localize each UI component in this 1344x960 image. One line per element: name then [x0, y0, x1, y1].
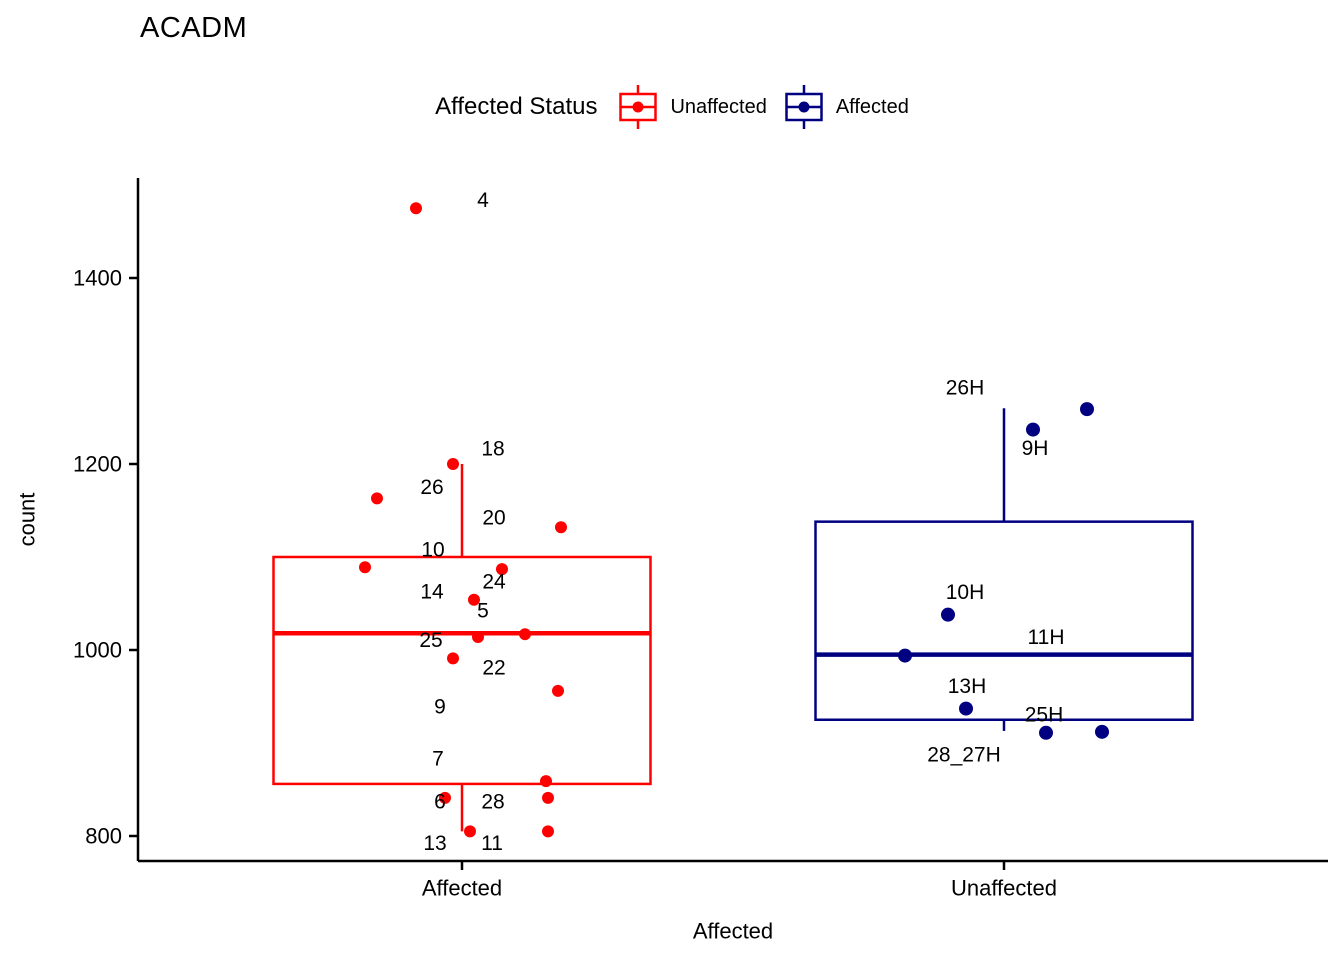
data-point [552, 684, 564, 697]
point-label: 6 [434, 790, 446, 813]
data-point [464, 825, 476, 838]
point-label: 22 [482, 657, 505, 680]
point-label: 28 [481, 790, 504, 813]
x-category-label: Unaffected [951, 876, 1057, 901]
data-point [540, 775, 552, 788]
point-label: 25H [1025, 703, 1064, 726]
point-label: 4 [477, 189, 489, 212]
data-point [496, 563, 508, 576]
boxplot-box [814, 520, 1194, 721]
data-point [959, 701, 973, 716]
point-label: 7 [432, 748, 444, 771]
point-label: 13H [948, 675, 987, 698]
data-point [542, 791, 554, 804]
point-label: 11 [481, 832, 503, 855]
data-point [542, 825, 554, 838]
data-point [898, 648, 912, 663]
legend-label-affected: Affected [835, 95, 909, 118]
point-label: 9 [434, 695, 446, 718]
legend-label-unaffected: Unaffected [670, 95, 767, 118]
boxplot-box [272, 555, 652, 786]
point-label: 28_27H [927, 743, 1001, 766]
chart-title: ACADM [140, 12, 248, 44]
y-tick-label: 800 [85, 824, 122, 849]
legend: Affected Status Unaffected Affected [0, 84, 1344, 130]
point-label: 13 [423, 832, 446, 855]
data-point [1039, 725, 1053, 740]
y-tick-label: 1200 [73, 452, 122, 477]
data-point [447, 458, 459, 470]
data-point [1026, 422, 1040, 437]
data-point [941, 607, 955, 622]
data-point [555, 521, 567, 534]
y-tick-label: 1000 [73, 638, 122, 663]
point-label: 25 [419, 629, 442, 652]
data-point [410, 202, 422, 215]
data-point [519, 628, 531, 641]
data-point [1095, 724, 1109, 739]
point-label: 14 [420, 580, 444, 603]
data-point [472, 630, 484, 643]
x-category-label: Affected [422, 876, 502, 901]
data-point [447, 652, 459, 665]
point-label: 24 [482, 571, 506, 594]
point-label: 26H [946, 377, 985, 400]
data-point [1080, 402, 1094, 417]
x-axis-title: Affected [693, 919, 773, 944]
point-label: 11H [1028, 626, 1065, 649]
legend-item-unaffected: Unaffected [619, 84, 767, 130]
legend-title: Affected Status [435, 93, 598, 120]
point-label: 10H [946, 581, 985, 604]
data-point [371, 492, 383, 505]
point-label: 18 [481, 438, 504, 461]
point-label: 10 [421, 539, 444, 562]
point-label: 26 [420, 476, 443, 499]
data-point [359, 561, 371, 574]
point-label: 9H [1022, 437, 1049, 460]
data-point [439, 791, 451, 804]
legend-item-affected: Affected [785, 84, 909, 130]
point-label: 20 [482, 507, 505, 530]
y-axis-title: count [15, 493, 40, 547]
boxplot-key-red-icon [619, 85, 658, 129]
point-label: 5 [477, 599, 489, 622]
data-point [468, 593, 480, 606]
boxplot-key-navy-icon [785, 85, 823, 129]
y-tick-label: 1400 [73, 266, 122, 291]
